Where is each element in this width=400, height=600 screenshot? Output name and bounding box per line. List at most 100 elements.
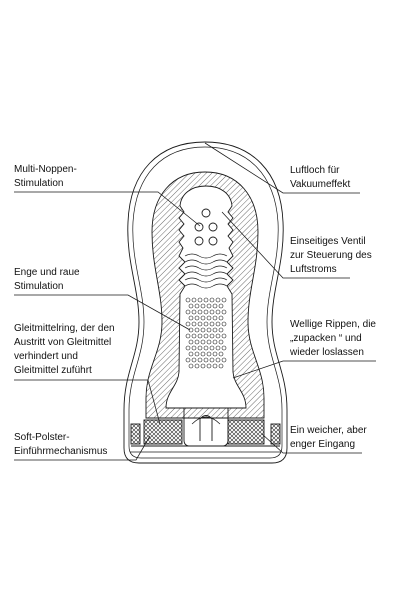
nub-dot	[209, 333, 215, 339]
nub-dot	[206, 363, 212, 369]
inner-case-outline	[128, 146, 283, 459]
wavy-ribs	[184, 253, 228, 289]
nub-dot	[200, 315, 206, 321]
nub-dot	[197, 297, 203, 303]
label-line: Stimulation	[14, 281, 64, 292]
nub-dot	[209, 321, 215, 327]
nub-dot	[215, 321, 221, 327]
nub-dot	[197, 333, 203, 339]
nub-dot	[188, 339, 194, 345]
label-line: Wellige Rippen, die	[290, 319, 376, 330]
nub-dot	[185, 333, 191, 339]
air-hole	[208, 222, 218, 232]
label-line: Austritt von Gleitmittel	[14, 337, 112, 348]
label-line: Gleitmittel zuführt	[14, 365, 92, 376]
air-holes	[194, 208, 218, 246]
nub-dot	[197, 321, 203, 327]
nub-dot	[194, 363, 200, 369]
rib-line	[184, 283, 228, 289]
air-hole	[194, 236, 204, 246]
nub-dot	[188, 327, 194, 333]
nub-dot	[218, 351, 224, 357]
nub-dot	[209, 357, 215, 363]
nub-dot	[191, 297, 197, 303]
nub-dot	[194, 303, 200, 309]
nub-dot	[212, 363, 218, 369]
nub-dot	[218, 327, 224, 333]
nub-dot	[221, 333, 227, 339]
nub-dot	[212, 315, 218, 321]
label-line: Ein weicher, aber	[290, 425, 367, 436]
label-enge-raue: Enge und raue Stimulation	[14, 266, 126, 294]
rib-line	[184, 253, 228, 259]
nub-dot	[188, 351, 194, 357]
right-edge-ring	[270, 423, 281, 445]
nub-dot	[215, 309, 221, 315]
nub-dot	[212, 339, 218, 345]
nub-dot	[200, 339, 206, 345]
label-line: verhindert und	[14, 351, 78, 362]
label-line: wieder loslassen	[290, 347, 364, 358]
nub-dot	[191, 333, 197, 339]
nub-dot	[185, 345, 191, 351]
nub-dot	[215, 345, 221, 351]
rib-line	[184, 265, 228, 271]
nub-dot	[218, 315, 224, 321]
label-line: Soft-Polster-	[14, 432, 70, 443]
nub-dot	[221, 357, 227, 363]
label-luftloch: Luftloch für Vakuumeffekt	[290, 164, 398, 192]
nub-dot	[203, 345, 209, 351]
nub-dot	[197, 345, 203, 351]
label-line: Luftstroms	[290, 264, 337, 275]
label-eingang: Ein weicher, aber enger Eingang	[290, 424, 398, 452]
nub-dot	[212, 303, 218, 309]
base-assembly	[130, 408, 281, 453]
label-line: Multi-Noppen-	[14, 164, 77, 175]
air-hole	[194, 222, 204, 232]
nub-dot	[215, 297, 221, 303]
nub-dot	[221, 297, 227, 303]
nub-dot	[212, 327, 218, 333]
label-line: zur Steuerung des	[290, 250, 372, 261]
nub-dot	[197, 357, 203, 363]
nub-dot	[221, 321, 227, 327]
nub-dot	[209, 309, 215, 315]
outer-case-outline	[123, 141, 288, 464]
label-line: Stimulation	[14, 178, 64, 189]
label-multi-noppen: Multi-Noppen- Stimulation	[14, 163, 126, 191]
nub-dot	[206, 315, 212, 321]
right-cushion-block	[227, 419, 265, 445]
leader-line-enge-raue	[14, 294, 191, 331]
nub-dot	[194, 327, 200, 333]
nub-dot	[185, 357, 191, 363]
nub-dot	[200, 303, 206, 309]
label-soft-polster: Soft-Polster- Einführmechanismus	[14, 431, 126, 459]
nub-dot	[206, 303, 212, 309]
nub-dot	[188, 363, 194, 369]
nub-dot	[191, 357, 197, 363]
leader-line-multi-noppen	[14, 191, 201, 227]
nub-dot	[194, 351, 200, 357]
nub-dot	[197, 309, 203, 315]
central-cap	[191, 416, 221, 425]
nub-dot	[203, 321, 209, 327]
central-inner-channel	[199, 415, 213, 441]
label-line: Gleitmittelring, der den	[14, 323, 115, 334]
nub-dot	[200, 327, 206, 333]
leader-lines	[14, 142, 376, 461]
nub-dot	[191, 309, 197, 315]
nub-dot	[203, 357, 209, 363]
label-line: Vakuumeffekt	[290, 179, 351, 190]
inner-cavity	[165, 185, 247, 409]
leader-line-eingang	[261, 433, 362, 454]
nub-dot	[206, 327, 212, 333]
rib-line	[184, 271, 228, 277]
label-line: Luftloch für	[290, 165, 340, 176]
nub-dot	[215, 333, 221, 339]
label-ventil: Einseitiges Ventil zur Steuerung des Luf…	[290, 235, 398, 277]
nub-dot	[215, 357, 221, 363]
nub-dot	[212, 351, 218, 357]
air-hole	[201, 208, 211, 218]
nub-dot	[218, 339, 224, 345]
